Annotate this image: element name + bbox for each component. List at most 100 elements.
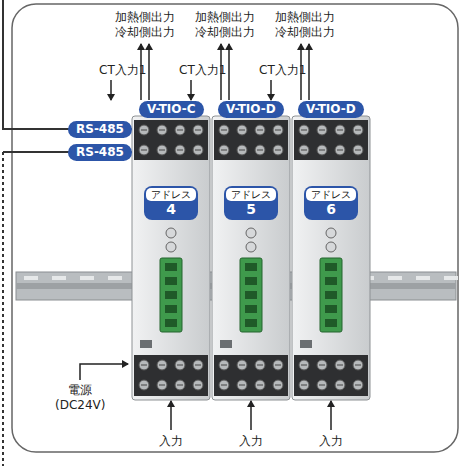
- screw-slot: [195, 150, 201, 151]
- terminal-screw: [175, 360, 185, 370]
- screw-slot: [257, 385, 263, 386]
- output-label: 加熱側出力: [195, 10, 255, 24]
- screw-slot: [257, 150, 263, 151]
- rail-slot: [24, 276, 38, 280]
- badge-text: V-TIO-C: [147, 102, 196, 116]
- connector-pin: [245, 305, 257, 313]
- terminal-screw: [335, 380, 345, 390]
- indicator: [246, 228, 256, 238]
- rail-slot: [388, 276, 402, 280]
- modules: [132, 116, 370, 400]
- latch: [300, 340, 312, 348]
- terminal-block: [214, 355, 288, 396]
- ct-arrow: [270, 80, 272, 100]
- screw-slot: [257, 365, 263, 366]
- connector-pin: [245, 319, 257, 327]
- screw-slot: [355, 385, 361, 386]
- input-label: 入力: [319, 434, 343, 448]
- screw-slot: [221, 130, 227, 131]
- rail-slot: [52, 276, 66, 280]
- terminal-screw: [139, 125, 149, 135]
- power-label: 電源: [68, 383, 92, 397]
- terminal-screw: [237, 360, 247, 370]
- screw-slot: [141, 365, 147, 366]
- screw-slot: [177, 365, 183, 366]
- screw-slot: [275, 150, 281, 151]
- terminal-block: [214, 120, 288, 160]
- indicator: [166, 242, 176, 252]
- screw-slot: [141, 130, 147, 131]
- terminal-screw: [175, 145, 185, 155]
- screw-slot: [159, 150, 165, 151]
- terminal-screw: [255, 145, 265, 155]
- terminal-screw: [193, 125, 203, 135]
- screw-slot: [239, 150, 245, 151]
- terminal-screw: [353, 360, 363, 370]
- connector-pin: [245, 263, 257, 271]
- terminal-screw: [317, 145, 327, 155]
- screw-slot: [355, 365, 361, 366]
- output-arrow: [148, 44, 150, 100]
- screw-slot: [141, 385, 147, 386]
- connector-pin: [325, 291, 337, 299]
- screw-slot: [319, 385, 325, 386]
- module-body: [292, 116, 370, 400]
- terminal-screw: [139, 145, 149, 155]
- terminal-screw: [299, 360, 309, 370]
- address-number: 6: [306, 201, 356, 218]
- connector-pin: [245, 277, 257, 285]
- terminal-block: [134, 120, 208, 160]
- input-label: 入力: [239, 434, 263, 448]
- latch: [220, 340, 232, 348]
- terminal-screw: [353, 125, 363, 135]
- screw-slot: [319, 130, 325, 131]
- terminal-screw: [157, 145, 167, 155]
- indicator: [326, 228, 336, 238]
- address-number: 4: [146, 201, 196, 218]
- address-box: アドレス5: [224, 186, 278, 220]
- address-box: アドレス4: [144, 186, 198, 220]
- screw-slot: [195, 385, 201, 386]
- connector-pin: [165, 319, 177, 327]
- power-arrow: [80, 364, 128, 380]
- terminal-screw: [237, 145, 247, 155]
- connector-pin: [325, 277, 337, 285]
- indicator: [166, 228, 176, 238]
- connector-pin: [325, 319, 337, 327]
- screw-slot: [355, 150, 361, 151]
- address-heading: アドレス: [146, 188, 196, 201]
- terminal-screw: [353, 380, 363, 390]
- terminal-screw: [219, 380, 229, 390]
- address-heading: アドレス: [226, 188, 276, 201]
- address-heading: アドレス: [306, 188, 356, 201]
- terminal-screw: [193, 360, 203, 370]
- screw-slot: [159, 130, 165, 131]
- model-badge: V-TIO-C: [139, 101, 204, 118]
- screw-slot: [177, 385, 183, 386]
- screw-slot: [177, 130, 183, 131]
- output-arrow: [308, 44, 310, 100]
- input-arrow: [330, 401, 332, 430]
- screw-slot: [275, 385, 281, 386]
- terminal-screw: [317, 360, 327, 370]
- screw-slot: [319, 365, 325, 366]
- screw-slot: [221, 150, 227, 151]
- terminal-screw: [139, 360, 149, 370]
- terminal-screw: [317, 125, 327, 135]
- screw-slot: [195, 130, 201, 131]
- signal-arrows: [111, 44, 331, 430]
- terminal-screw: [193, 380, 203, 390]
- terminal-screw: [157, 360, 167, 370]
- address-number: 5: [226, 201, 276, 218]
- ct-input-label: CT入力1: [179, 63, 226, 77]
- screw-slot: [275, 130, 281, 131]
- terminal-screw: [193, 145, 203, 155]
- input-arrow: [170, 401, 172, 430]
- screw-slot: [337, 385, 343, 386]
- terminal-screw: [273, 380, 283, 390]
- screw-slot: [159, 365, 165, 366]
- terminal-screw: [273, 360, 283, 370]
- screw-slot: [355, 130, 361, 131]
- terminal-screw: [255, 125, 265, 135]
